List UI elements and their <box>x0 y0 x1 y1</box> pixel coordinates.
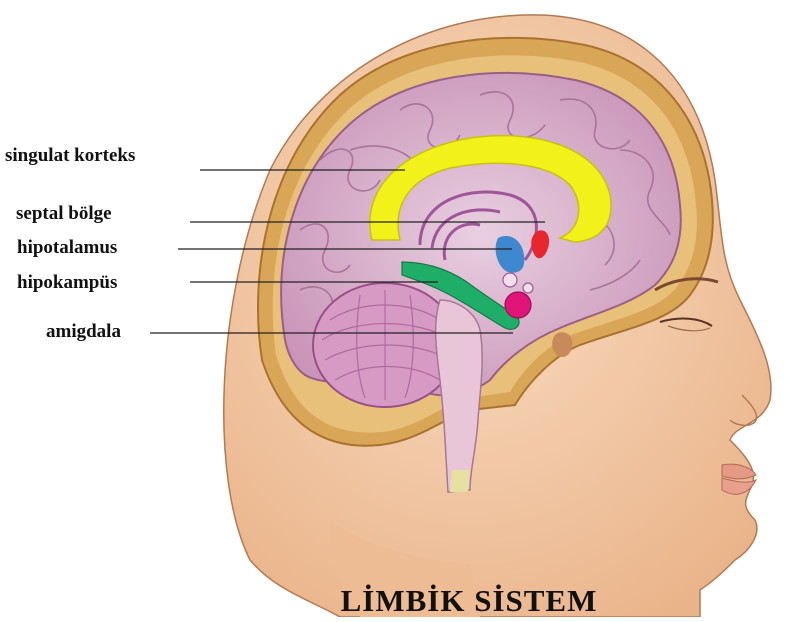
diagram-title: LİMBİK SİSTEM <box>0 583 788 619</box>
label-hypothalamus: hipotalamus <box>17 238 117 257</box>
label-amygdala: amigdala <box>46 322 121 341</box>
label-hippocampus: hipokampüs <box>17 273 117 292</box>
label-cingulate-cortex: singulat korteks <box>5 146 135 165</box>
amygdala <box>505 292 531 318</box>
label-septal-region: septal bölge <box>16 204 112 223</box>
cerebellum <box>313 283 457 407</box>
